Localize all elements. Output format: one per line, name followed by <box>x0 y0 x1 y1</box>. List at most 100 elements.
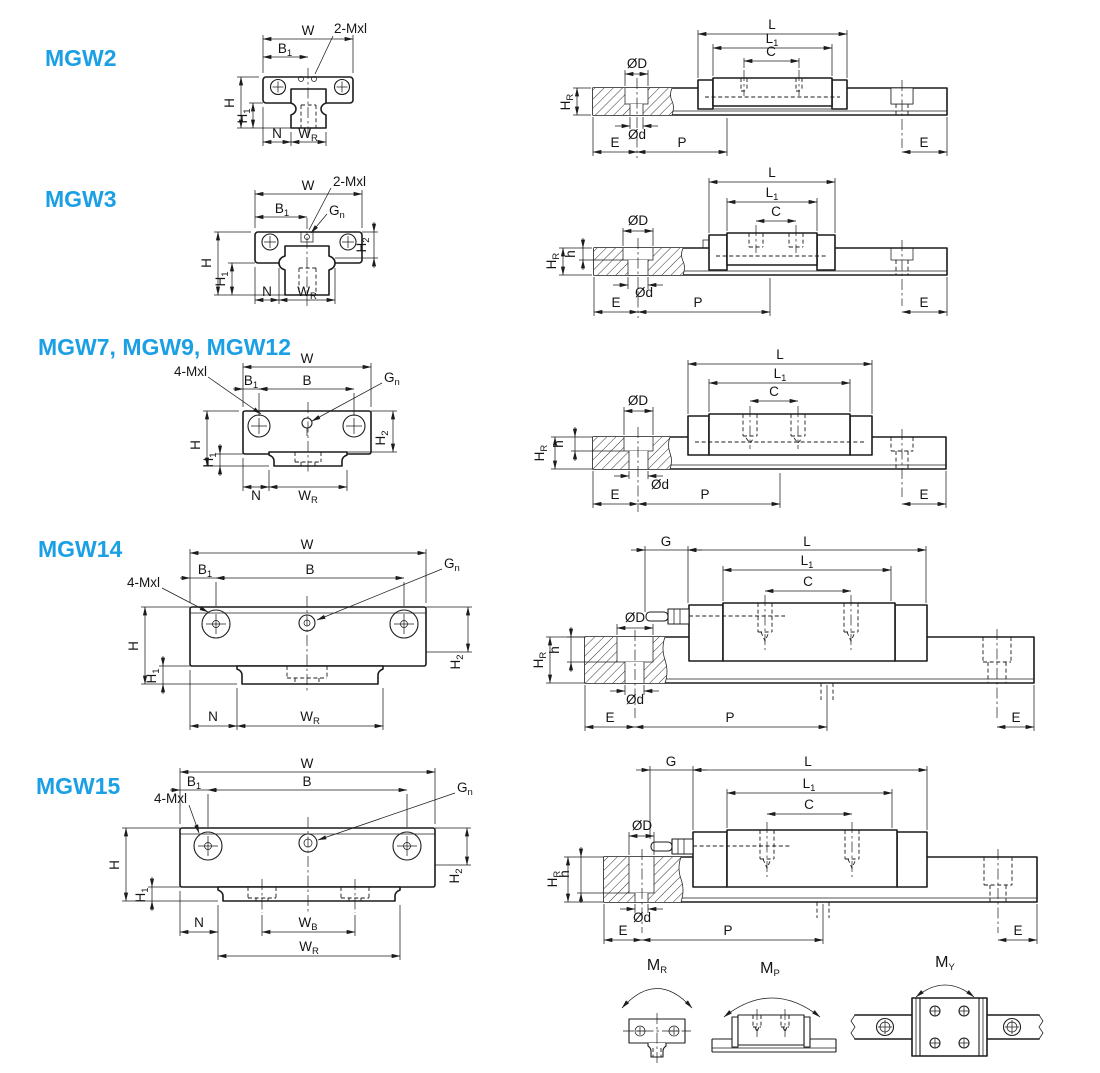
dim-label-h-small: h <box>547 646 562 654</box>
dim-label-w: W <box>302 23 315 38</box>
section-title-mgw7912: MGW7, MGW9, MGW12 <box>38 334 291 360</box>
mgw2-front-view: W B1 2-Mxl H H1 N WR <box>222 21 367 146</box>
dim-label-od-small: Ød <box>628 127 646 142</box>
dim-label-c: C <box>771 204 781 219</box>
mgw2-side-view: ØD Ød HR C L1 L E P E <box>558 17 948 158</box>
dim-label-h: H <box>107 860 122 870</box>
dim-label-e-right: E <box>919 487 928 502</box>
dim-label-h2: H2 <box>354 237 372 252</box>
dim-label-w: W <box>302 178 315 193</box>
dim-label-wr: WR <box>298 488 318 506</box>
dim-label-h-small: h <box>551 440 566 448</box>
dim-label-od: ØD <box>628 213 649 228</box>
dim-label-e-right: E <box>1011 710 1020 725</box>
dim-label-e-right: E <box>919 295 928 310</box>
dim-label-wr: WR <box>298 126 318 144</box>
mgw14-front-view: W Gn 4-Mxl B1 B H H1 H2 N WR <box>126 537 472 730</box>
moment-pitch-diagram: MP <box>711 960 837 1053</box>
dim-label-l1: L1 <box>801 553 814 571</box>
rail <box>603 849 1038 933</box>
dim-label-h1: H1 <box>235 108 253 123</box>
dim-label-gn: Gn <box>384 370 400 388</box>
dim-label-h2: H2 <box>373 430 391 445</box>
dim-label-b1: B1 <box>278 41 292 59</box>
dim-label-n: N <box>251 488 261 503</box>
rail-profile <box>236 596 384 692</box>
dim-label-gn: Gn <box>444 556 460 574</box>
grease-nipple <box>650 838 694 855</box>
dim-label-c: C <box>766 44 776 59</box>
dim-label-wr: WR <box>300 709 320 727</box>
rail-profile <box>268 402 348 474</box>
dim-label-wr: WR <box>299 939 319 957</box>
dim-label-h1: H1 <box>144 668 162 683</box>
dimension-lines: ØD Ød h HR C L1 L E P E <box>532 347 947 508</box>
dim-label-p: P <box>723 923 732 938</box>
dim-label-gn: Gn <box>329 203 345 221</box>
dimension-lines: W 2-Mxl Gn B1 H H1 H2 N WR <box>199 174 378 304</box>
moment-label-mp: MP <box>760 960 780 979</box>
mini-block-top-view <box>850 997 1044 1057</box>
pitch-arrow <box>723 997 821 1018</box>
rail-profile <box>278 218 336 306</box>
dim-label-mxl: 2-Mxl <box>334 21 367 36</box>
dim-label-p: P <box>700 487 709 502</box>
carriage-block <box>687 406 873 456</box>
dim-label-c: C <box>804 797 814 812</box>
dim-label-b: B <box>305 562 314 577</box>
dim-label-e-left: E <box>618 923 627 938</box>
dim-label-h2: H2 <box>447 868 465 883</box>
dim-label-p: P <box>725 710 734 725</box>
mgw14-side-view: G L L1 C ØD h HR Ød E P E <box>531 534 1035 731</box>
dimension-lines: ØD Ød HR C L1 L E P E <box>558 17 948 156</box>
dim-label-p: P <box>677 135 686 150</box>
dim-label-od: ØD <box>625 610 646 625</box>
dim-label-l: L <box>803 534 811 549</box>
dim-label-b1: B1 <box>198 562 212 580</box>
section-title-mgw3: MGW3 <box>45 186 117 212</box>
dim-label-hr: HR <box>532 445 550 462</box>
dim-label-e-left: E <box>611 295 620 310</box>
dim-label-l1: L1 <box>774 366 787 384</box>
dim-label-p: P <box>693 295 702 310</box>
dim-label-w: W <box>301 537 314 552</box>
dim-label-h2: H2 <box>448 654 466 669</box>
mgw7912-side-view: ØD Ød h HR C L1 L E P E <box>532 347 947 512</box>
dim-label-b: B <box>302 373 311 388</box>
dim-label-h-small: h <box>563 250 578 258</box>
dim-label-e-right: E <box>919 135 928 150</box>
dim-label-wb: WB <box>298 915 317 933</box>
dim-label-g: G <box>661 534 672 549</box>
mgw3-side-view: ØD Ød h HR C L1 L E P E <box>544 165 948 318</box>
grease-nipple <box>645 608 690 625</box>
mgw7912-front-view: W 4-Mxl Gn B1 B H H1 H2 N WR <box>174 351 400 506</box>
dim-label-h: H <box>188 440 203 450</box>
dim-label-hr: HR <box>544 253 562 270</box>
moment-roll-diagram: MR <box>621 957 693 1063</box>
dim-label-od-small: Ød <box>633 910 651 925</box>
dimension-lines: W 4-Mxl Gn B1 B H H1 H2 N WR <box>174 351 400 506</box>
yaw-arrow <box>915 984 975 998</box>
dim-label-w: W <box>301 351 314 366</box>
mgw15-side-view: G L L1 C ØD h HR Ød E P E <box>545 754 1038 944</box>
dim-label-od: ØD <box>627 56 648 71</box>
dim-label-b1: B1 <box>275 201 289 219</box>
dim-label-h: H <box>199 258 214 268</box>
dim-label-hr: HR <box>558 94 576 111</box>
mini-block-side-view <box>711 1009 837 1053</box>
dim-label-h1: H1 <box>213 271 231 286</box>
section-title-mgw15: MGW15 <box>36 773 121 799</box>
dimension-lines: G L L1 C ØD h HR Ød E P E <box>545 754 1038 944</box>
dim-label-e-left: E <box>610 135 619 150</box>
dim-label-b: B <box>302 774 311 789</box>
dim-label-l: L <box>768 165 776 180</box>
section-title-mgw2: MGW2 <box>45 45 117 71</box>
dim-label-b1: B1 <box>187 774 201 792</box>
dim-label-l: L <box>768 17 776 32</box>
moment-label-mr: MR <box>647 957 667 976</box>
carriage-block <box>189 606 427 667</box>
dim-label-od-small: Ød <box>626 692 644 707</box>
dim-label-od-small: Ød <box>635 285 653 300</box>
dim-label-od: ØD <box>632 818 653 833</box>
carriage-block <box>697 70 848 110</box>
